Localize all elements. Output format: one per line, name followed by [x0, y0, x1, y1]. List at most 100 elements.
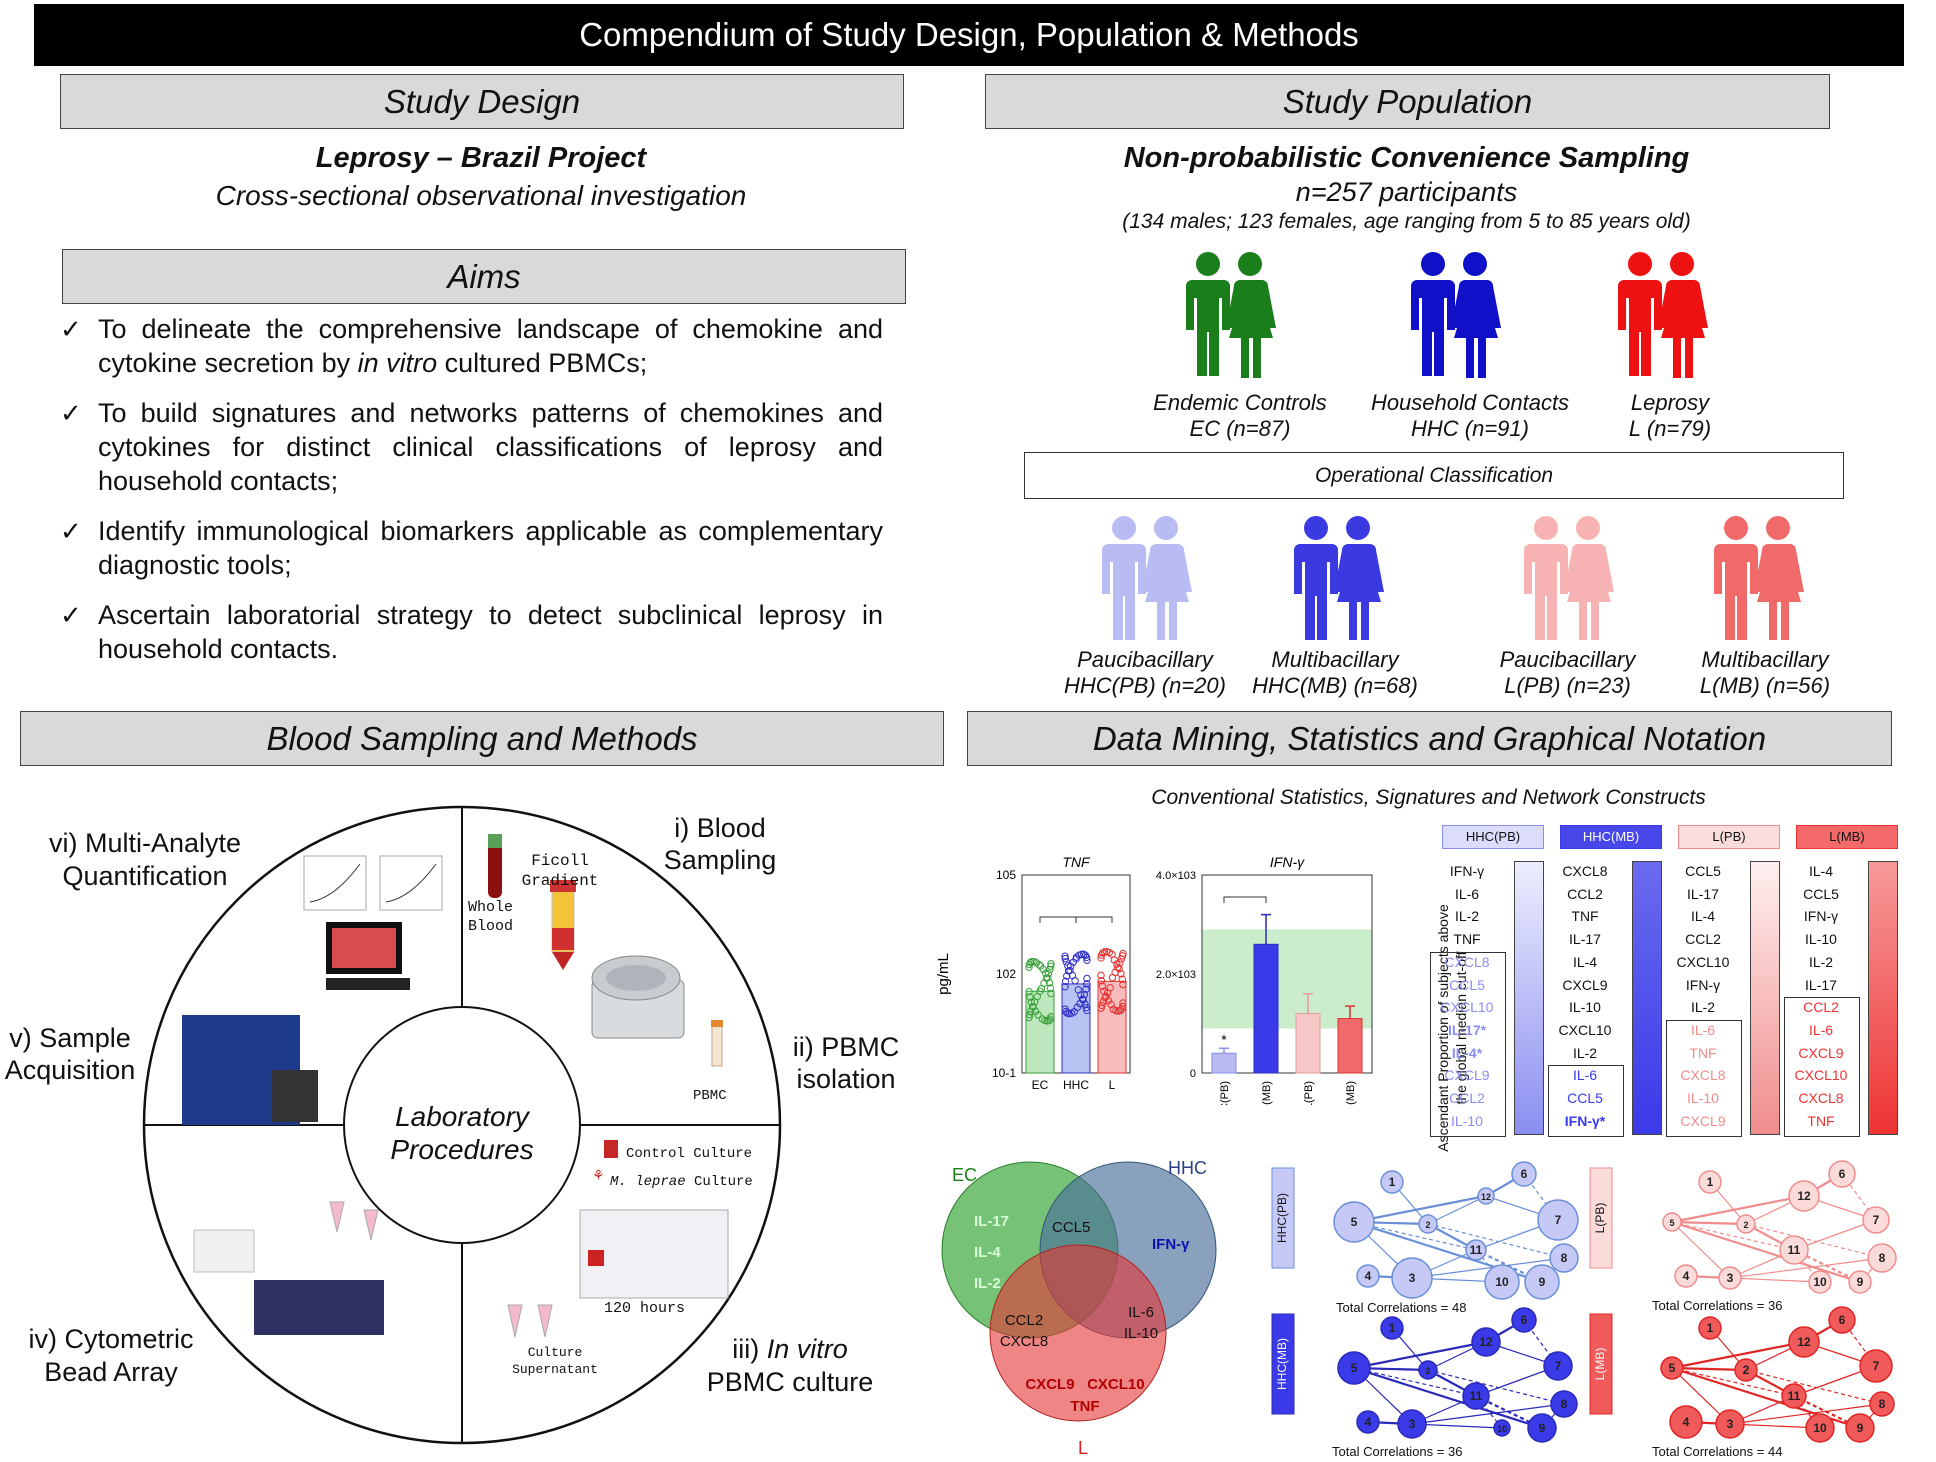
network-node-label: 9: [1539, 1275, 1546, 1289]
network-total-lmb: Total Correlations = 44: [1652, 1444, 1783, 1459]
signature-item: IL-2: [1454, 908, 1480, 925]
tnf-point: [1077, 991, 1085, 999]
signature-item: IL-6: [1808, 1021, 1834, 1038]
demographics: (134 males; 123 females, age ranging fro…: [1122, 210, 1691, 233]
network-edge: [1353, 1367, 1477, 1397]
signature-item: IL-6: [1572, 1067, 1598, 1084]
network-node-label: 11: [1788, 1389, 1801, 1403]
signature-item: IL-2: [1572, 1044, 1598, 1061]
network-edge: [1427, 1223, 1565, 1259]
tnf-point: [1061, 952, 1069, 960]
network-node-label: 10: [1495, 1275, 1509, 1289]
network-node: [1736, 1214, 1756, 1234]
network-node-label: 12: [1479, 1335, 1493, 1349]
network-edge: [1745, 1223, 1883, 1259]
data-mining-subtitle: Conventional Statistics, Signatures and …: [1151, 786, 1706, 809]
ifn-frame: [1201, 874, 1373, 1074]
signature-item: CXCL10: [1676, 953, 1730, 970]
signature-gradient-bar: [1868, 861, 1898, 1135]
tnf-point: [1082, 985, 1090, 993]
tnf-point: [1098, 982, 1106, 990]
ifn-bar: [1211, 1052, 1237, 1074]
l-mb-icon: [1714, 516, 1804, 640]
network-node: [1549, 1243, 1579, 1273]
network-group-label-box: [1271, 1167, 1295, 1269]
signature-header: L(PB): [1678, 825, 1780, 849]
network-node-label: 11: [1470, 1243, 1483, 1257]
tnf-point: [1116, 959, 1124, 967]
ifn-bar: [1337, 1018, 1363, 1074]
endemic-controls-icon: [1186, 252, 1276, 378]
network-node-label: 4: [1365, 1269, 1372, 1283]
network-node-label: 2: [1425, 1366, 1430, 1376]
signature-header: HHC(PB): [1442, 825, 1544, 849]
signature-item: IL-2: [1808, 953, 1834, 970]
tnf-point: [1118, 975, 1126, 983]
ifn-xtick: L(PB): [1303, 1081, 1315, 1105]
network-node-label: 3: [1727, 1417, 1734, 1431]
network-node: [1543, 1351, 1573, 1381]
tnf-point: [1047, 960, 1055, 968]
signature-item: TNF: [1453, 931, 1481, 948]
tnf-point: [1097, 971, 1105, 980]
tnf-point: [1083, 974, 1091, 983]
network-edge: [1671, 1367, 1795, 1397]
signature-ylabel-anchor: [1385, 1110, 1415, 1130]
tnf-point: [1064, 962, 1072, 970]
tnf-point: [1047, 962, 1055, 970]
aim-item: ✓ Ascertain laboratorial strategy to det…: [60, 598, 883, 666]
network-edge: [1475, 1395, 1543, 1429]
network-edge: [1427, 1369, 1565, 1405]
leprosy-icon: [1618, 252, 1708, 378]
signature-item: IL-10: [1687, 1090, 1719, 1106]
network-node-label: 6: [1521, 1167, 1528, 1181]
network-node-label: 11: [1470, 1389, 1483, 1403]
network-node: [1333, 1201, 1375, 1243]
tnf-point: [1041, 969, 1050, 977]
signature-item: CCL5: [1803, 885, 1839, 902]
tnf-point: [1116, 1006, 1125, 1015]
signature-item: CXCL10: [1440, 999, 1494, 1016]
aim-italic: in vitro: [357, 348, 438, 378]
network-edge: [1671, 1221, 1795, 1251]
network-node-label: 1: [1389, 1321, 1396, 1335]
ifn-reference-band: [1202, 929, 1372, 1029]
network-node-label: 8: [1561, 1251, 1568, 1265]
venn-ec-hhc: CCL5: [1052, 1219, 1091, 1236]
tnf-point: [1026, 993, 1034, 1001]
network-node: [1808, 1270, 1832, 1294]
ifn-xtick: HHC(MB): [1261, 1081, 1273, 1105]
network-node: [1867, 1243, 1897, 1273]
signature-item: CXCL9: [1798, 1044, 1844, 1061]
tnf-point: [1047, 1013, 1055, 1021]
signature-item: IL-4: [1690, 908, 1716, 925]
venn-hhc-only: IFN-γ: [1152, 1236, 1190, 1253]
network-node: [1537, 1199, 1579, 1241]
sampling-method: Non-probabilistic Convenience Sampling: [1123, 142, 1690, 174]
network-edge: [1729, 1257, 1883, 1279]
tnf-ylabel: pg/mL: [935, 953, 952, 995]
network-edge: [1671, 1340, 1805, 1370]
tnf-point: [1062, 958, 1070, 966]
network-node-label: 8: [1879, 1397, 1886, 1411]
signature-item: IFN-γ: [1449, 863, 1485, 879]
signature-item: CCL2: [1685, 931, 1721, 948]
tnf-point: [1064, 967, 1073, 975]
network-node: [1391, 1257, 1433, 1299]
tnf-point: [1081, 1000, 1089, 1008]
network-node: [1356, 1410, 1380, 1434]
network-node: [1715, 1409, 1745, 1439]
network-node-label: 2: [1743, 1363, 1750, 1377]
tnf-point: [1061, 954, 1070, 963]
ifn-errorbar: [1303, 993, 1313, 1014]
signature-item: IL-10: [1805, 931, 1837, 948]
ifn-xtick: HHC(PB): [1219, 1081, 1231, 1105]
network-edge: [1729, 1277, 1821, 1283]
signature-gradient-bar: [1750, 861, 1780, 1135]
